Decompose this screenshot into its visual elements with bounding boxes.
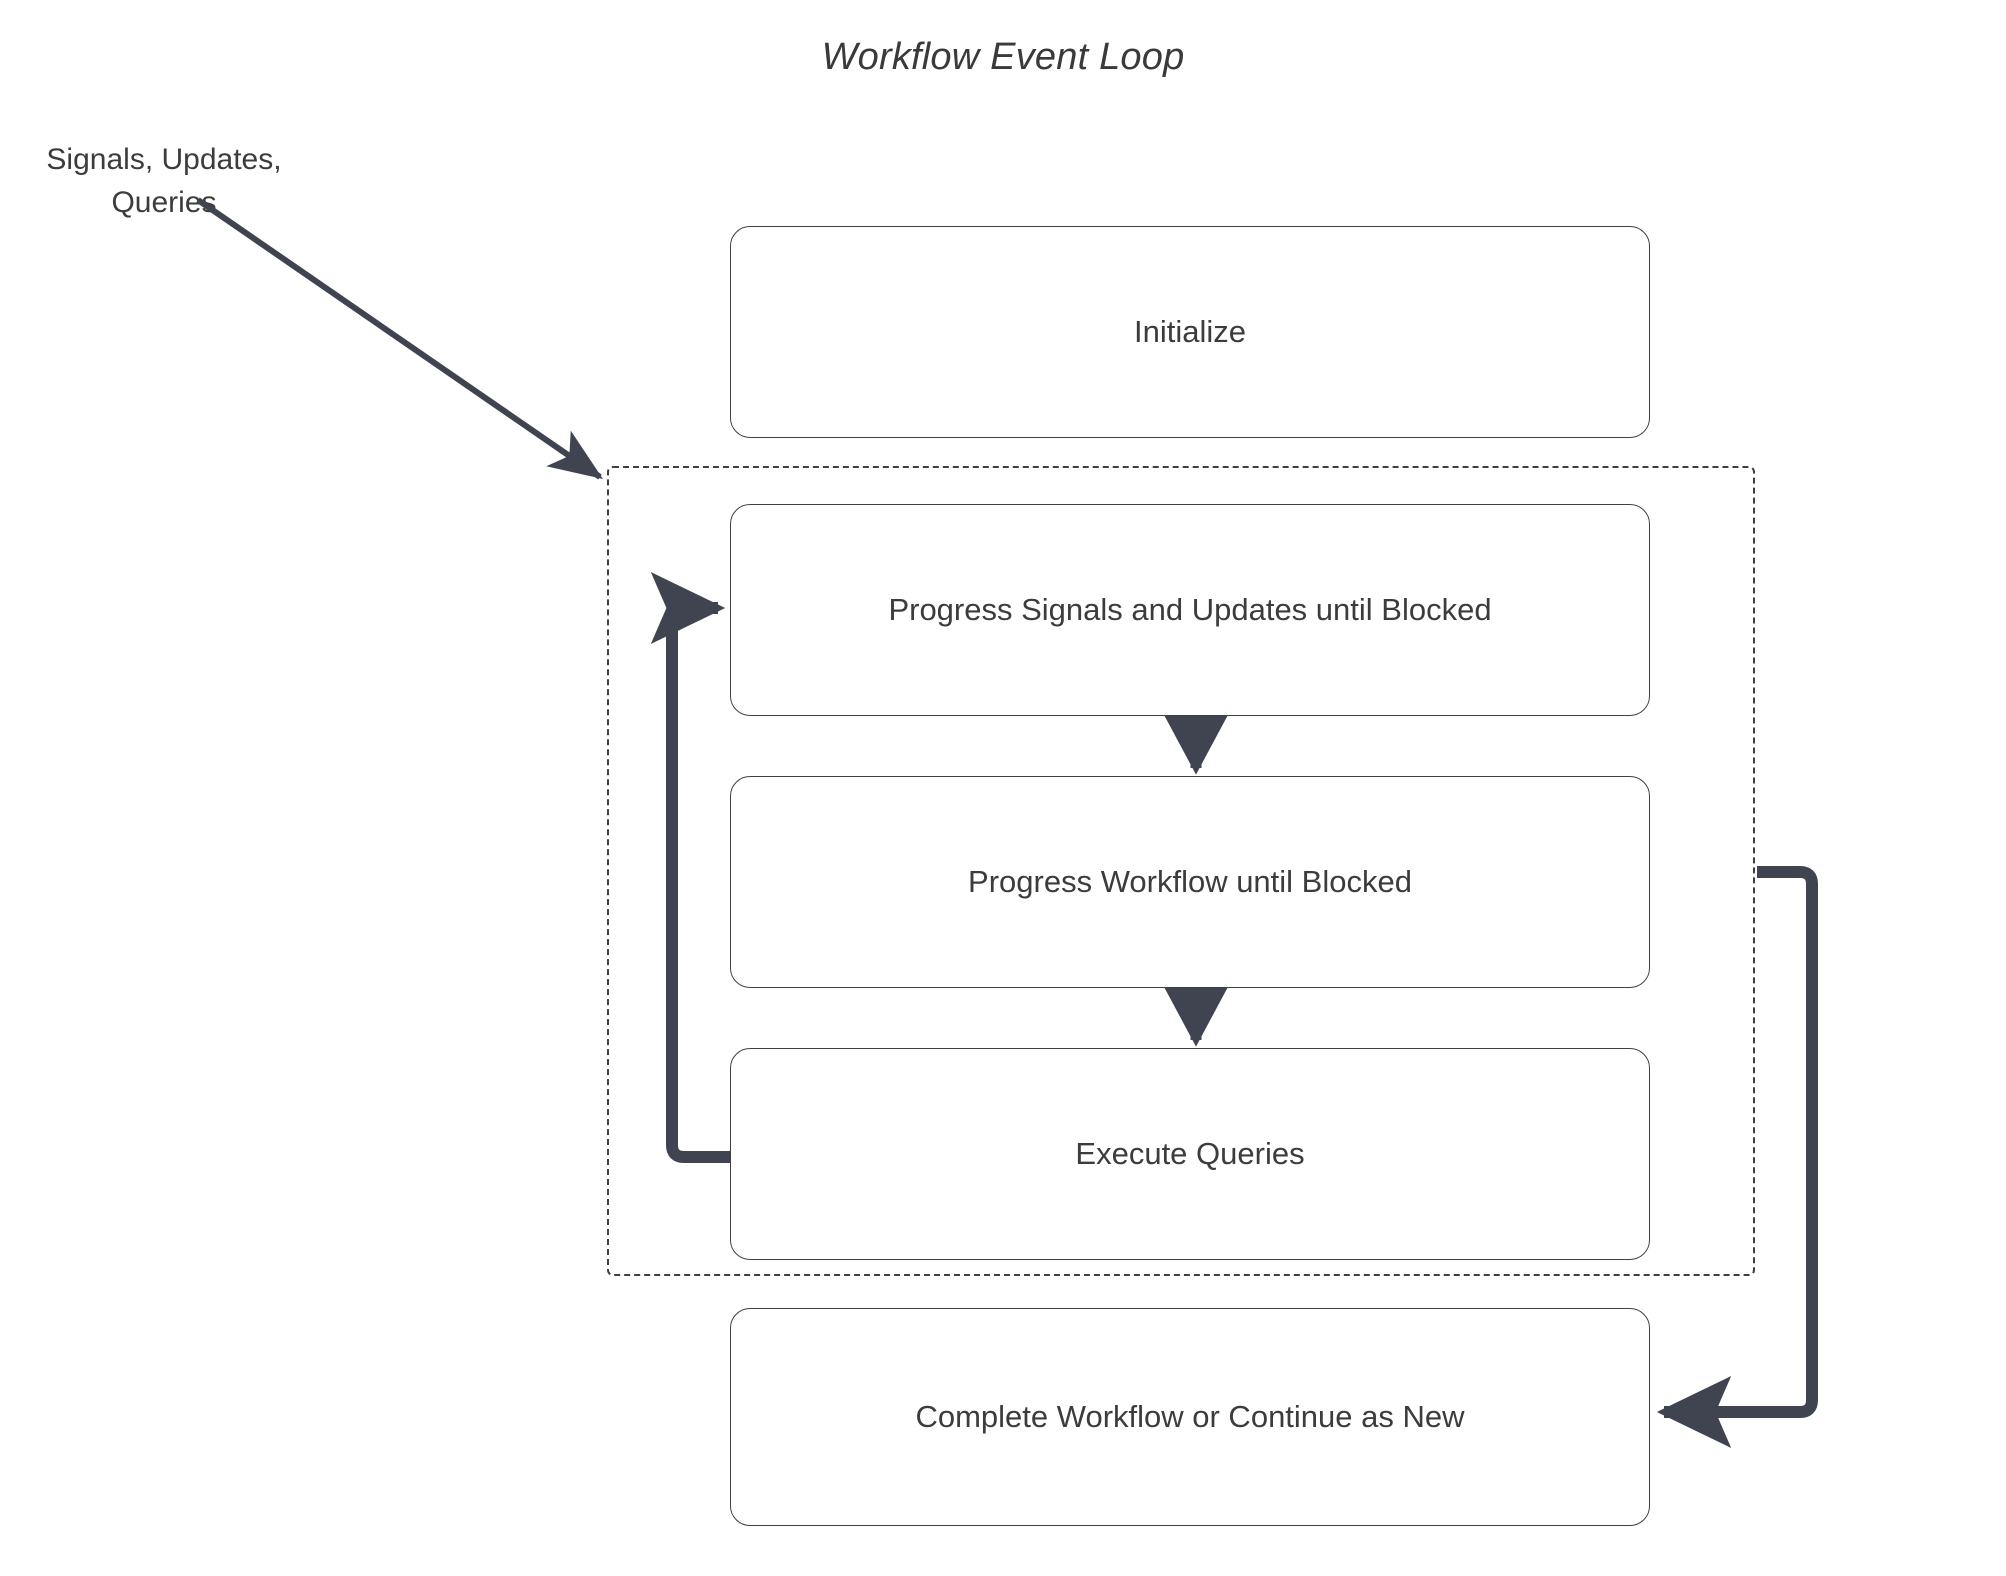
page-title: Workflow Event Loop xyxy=(821,36,1185,78)
node-progress-workflow-label: Progress Workflow until Blocked xyxy=(968,864,1412,899)
external-input-label: Signals, Updates, Queries xyxy=(14,138,314,224)
node-progress-signals-updates-label: Progress Signals and Updates until Block… xyxy=(888,592,1492,627)
external-input-label-line2: Queries xyxy=(111,186,217,219)
node-progress-workflow[interactable]: Progress Workflow until Blocked xyxy=(730,776,1650,988)
external-input-label-line1: Signals, Updates, xyxy=(46,143,282,176)
edge-input-to-loop xyxy=(196,197,603,480)
edge-queries-back-to-su xyxy=(650,572,730,1163)
edge-loop-to-complete xyxy=(1656,866,1818,1448)
node-initialize[interactable]: Initialize xyxy=(730,226,1650,438)
node-execute-queries[interactable]: Execute Queries xyxy=(730,1048,1650,1260)
node-complete-workflow[interactable]: Complete Workflow or Continue as New xyxy=(730,1308,1650,1526)
node-complete-workflow-label: Complete Workflow or Continue as New xyxy=(915,1399,1465,1434)
node-progress-signals-updates[interactable]: Progress Signals and Updates until Block… xyxy=(730,504,1650,716)
node-execute-queries-label: Execute Queries xyxy=(1075,1136,1305,1171)
node-initialize-label: Initialize xyxy=(1134,314,1246,349)
